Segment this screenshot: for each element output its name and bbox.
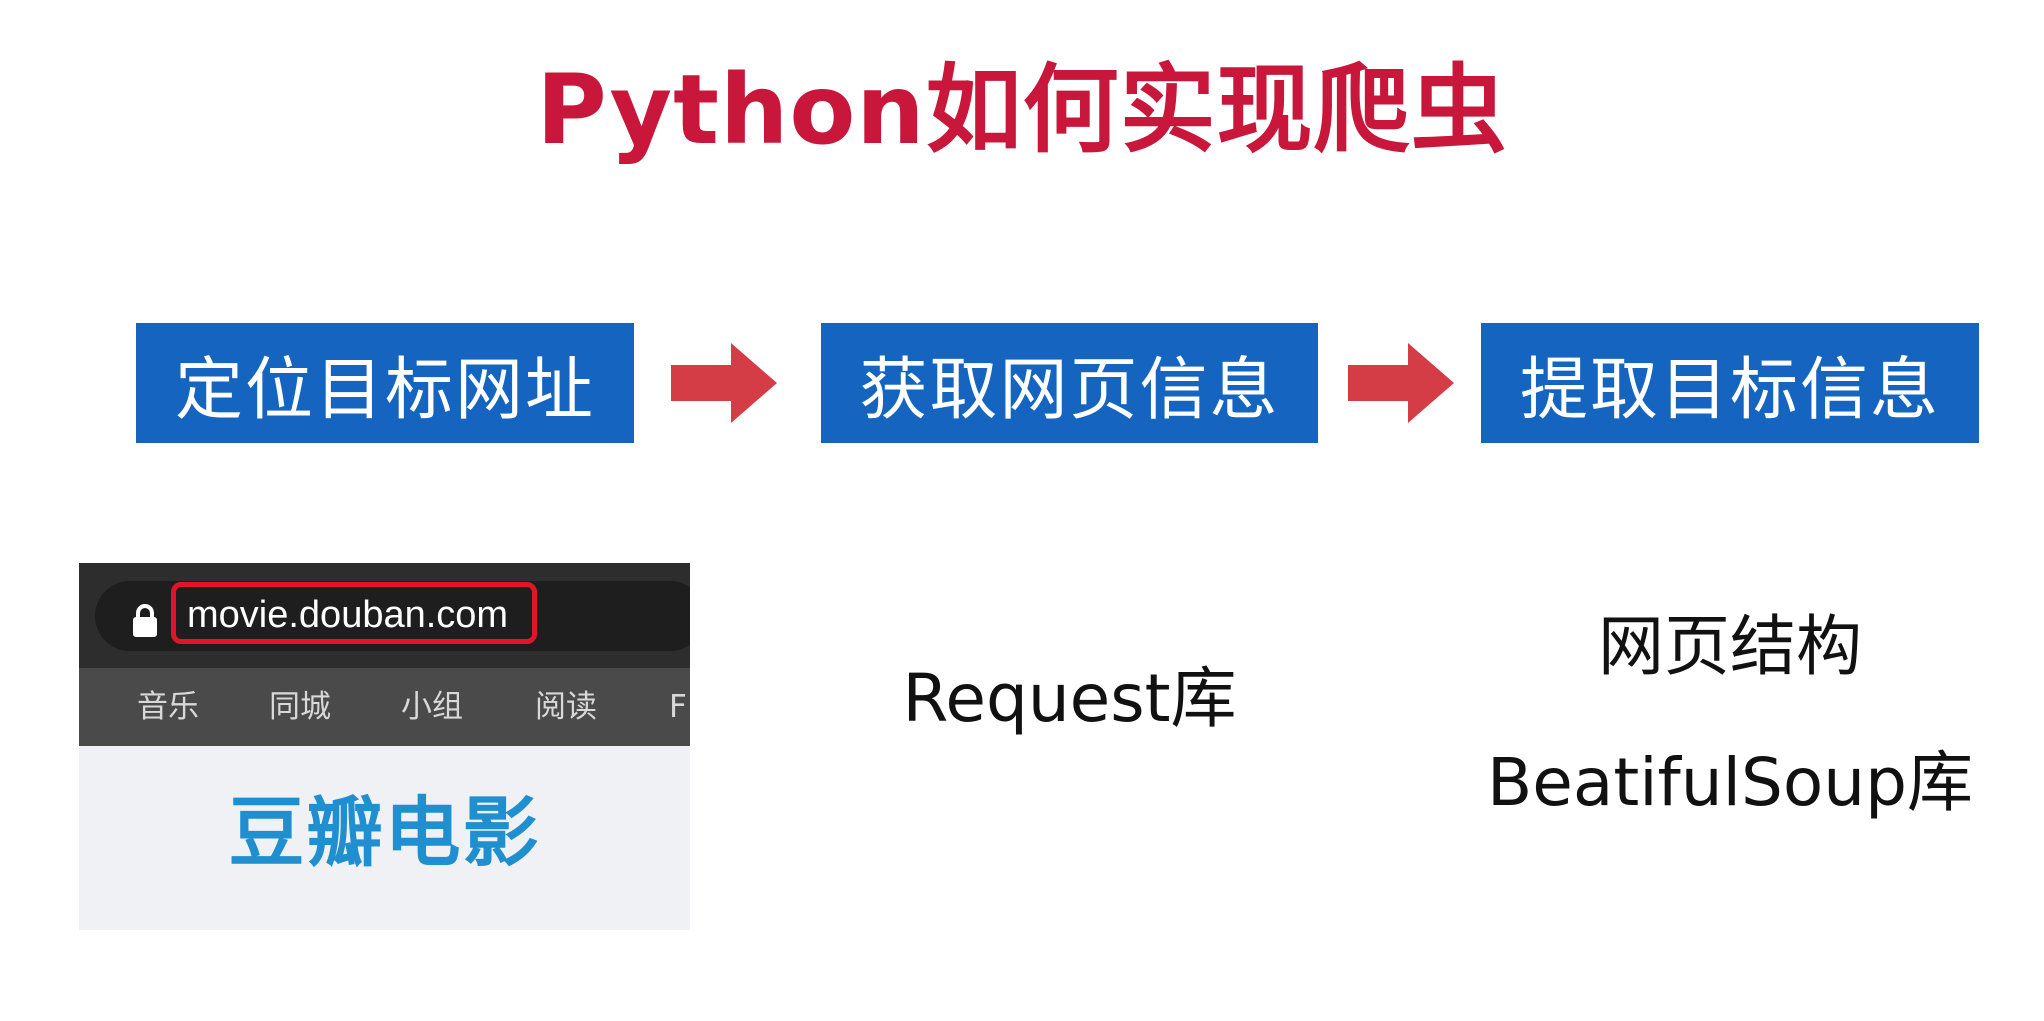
nav-tab-read: 阅读 xyxy=(535,689,597,725)
page-content: 豆瓣电影 xyxy=(79,746,690,930)
douban-movie-logo: 豆瓣电影 xyxy=(228,788,541,877)
right-arrow-icon xyxy=(671,343,777,423)
step-label: 提取目标信息 xyxy=(1519,350,1940,430)
url-highlight-box xyxy=(171,582,537,644)
step-extract-info: 提取目标信息 xyxy=(1481,323,1979,443)
requests-library-label: Request库 xyxy=(902,660,1237,737)
url-text: movie.douban.com xyxy=(187,594,509,636)
nav-tab-local: 同城 xyxy=(269,689,331,725)
step-label: 定位目标网址 xyxy=(174,350,595,430)
page-structure-label: 网页结构 xyxy=(1598,608,1862,685)
step-label: 获取网页信息 xyxy=(859,350,1280,430)
nav-tab-more: F xyxy=(669,689,687,725)
step-locate-target-url: 定位目标网址 xyxy=(136,323,634,443)
beautifulsoup-library-label: BeatifulSoup库 xyxy=(1487,744,1973,821)
browser-screenshot: movie.douban.com 音乐 同城 小组 阅读 F 豆瓣电影 xyxy=(79,563,690,930)
nav-tab-group: 小组 xyxy=(401,689,463,725)
step-fetch-page: 获取网页信息 xyxy=(821,323,1318,443)
nav-tabs-row: 音乐 同城 小组 阅读 F xyxy=(79,668,690,746)
right-arrow-icon xyxy=(1348,343,1454,423)
lock-icon xyxy=(133,604,157,637)
nav-tab-music: 音乐 xyxy=(137,689,199,725)
page-title: Python如何实现爬虫 xyxy=(536,54,1508,166)
address-bar-row: movie.douban.com xyxy=(79,563,690,668)
